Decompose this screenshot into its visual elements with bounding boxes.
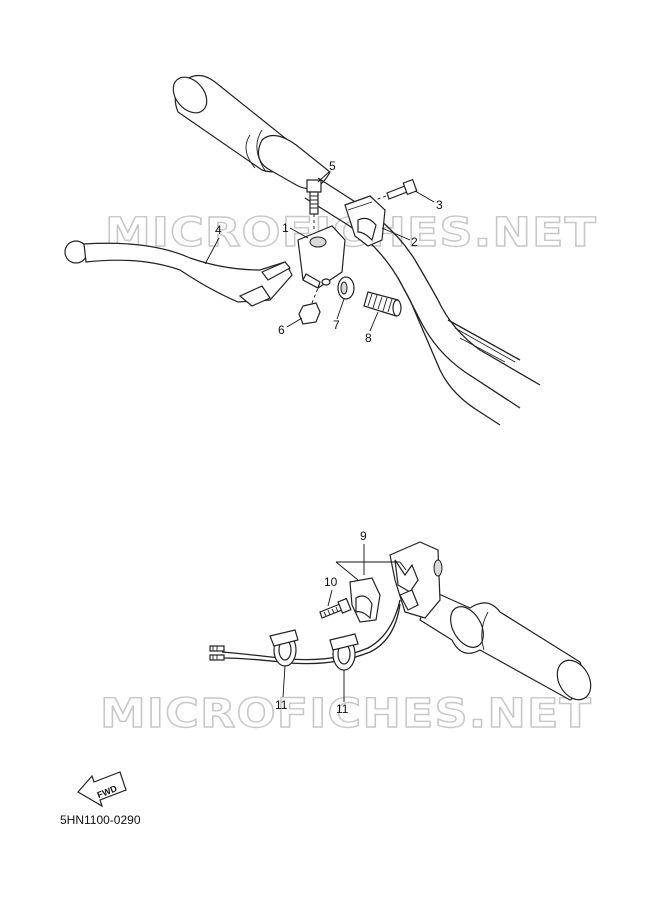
callout-11-left: 11 (275, 698, 288, 712)
cable-band-11-right (329, 633, 359, 671)
switch-housing (389, 541, 443, 619)
top-assembly: 1 2 3 4 5 6 7 8 (64, 74, 541, 426)
callout-10: 10 (324, 575, 338, 589)
nut-6 (298, 287, 321, 325)
watermark-bottom: MICROFICHES.NET (100, 691, 592, 737)
screw-3 (374, 178, 418, 201)
fwd-arrow-icon: FWD (77, 771, 127, 808)
callout-6: 6 (278, 323, 285, 337)
callout-4: 4 (215, 223, 222, 237)
adjuster-8 (363, 291, 402, 317)
clamp-2 (344, 195, 386, 247)
wire-harness (209, 599, 401, 665)
clutch-lever-4 (64, 240, 293, 307)
bolt-5 (306, 179, 322, 232)
callout-7: 7 (333, 318, 340, 332)
switch-clamp-9 (349, 577, 381, 623)
bottom-assembly: 9 10 11 11 (209, 529, 592, 716)
lever-holder-1 (297, 225, 346, 289)
locknut-7 (337, 276, 355, 300)
callout-5: 5 (329, 159, 336, 173)
callout-8: 8 (365, 331, 372, 345)
diagram-code: 5HN1100-0290 (60, 813, 141, 827)
callout-11-right: 11 (336, 702, 349, 716)
callout-3: 3 (436, 198, 443, 212)
callout-9: 9 (360, 529, 367, 543)
callout-1: 1 (282, 221, 289, 235)
cable-band-11-left (269, 629, 299, 667)
callout-2: 2 (411, 235, 418, 249)
screw-10 (319, 597, 352, 619)
handlebar-grip-bottom (419, 589, 592, 701)
handlebar-grip-top (172, 74, 331, 190)
